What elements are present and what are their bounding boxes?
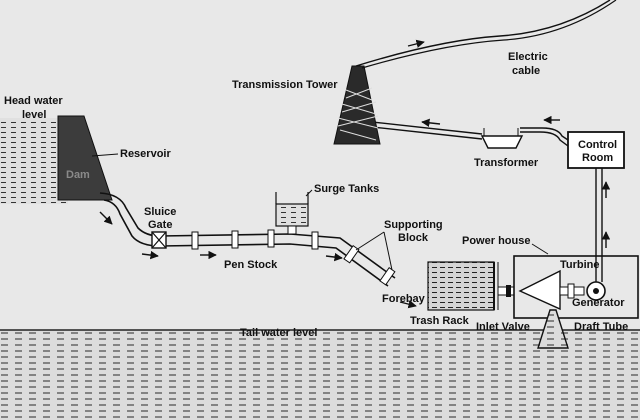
- forebay-label: Forebay: [382, 293, 426, 305]
- inlet-valve: [506, 285, 511, 297]
- trash-rack-label: Trash Rack: [410, 315, 470, 327]
- generator-label: Generator: [572, 297, 625, 309]
- supporting-block-label: Block: [398, 232, 429, 244]
- flow-arrow: [141, 250, 159, 260]
- cable-tower-transformer: [371, 121, 483, 135]
- flow-arrow: [99, 211, 113, 225]
- dam-label: Dam: [66, 169, 90, 181]
- leader-line: [355, 231, 385, 251]
- surge-tanks-label: Surge Tanks: [314, 183, 379, 195]
- pen-stock-label: Pen Stock: [224, 259, 278, 271]
- control-room: [567, 131, 625, 169]
- transmission-tower: [333, 65, 381, 145]
- leader-line: [383, 231, 393, 271]
- flow-arrow: [399, 300, 417, 309]
- cable-transformer-control: [520, 127, 569, 141]
- pipe-joint: [231, 230, 239, 249]
- turbine-label: Turbine: [560, 259, 600, 271]
- transmission-tower-label: Transmission Tower: [232, 79, 338, 91]
- cable-transformer-control: [520, 131, 569, 147]
- tail-water-body: [0, 330, 640, 420]
- pipe-joint: [267, 229, 275, 248]
- inlet-valve-label: Inlet Valve: [476, 321, 530, 333]
- electric-cable: [355, 0, 611, 67]
- pipe-joint: [191, 231, 199, 250]
- flow-arrow: [407, 39, 425, 48]
- sluice-label: Sluice: [144, 206, 176, 218]
- coupling: [567, 283, 575, 299]
- power-house-label: Power house: [462, 235, 530, 247]
- supporting-block-label: Supporting: [384, 219, 443, 231]
- flow-arrow: [421, 118, 441, 128]
- control-room-label: Control: [578, 139, 617, 151]
- control-room-label: Room: [582, 152, 613, 164]
- dam-structure: [57, 115, 113, 201]
- electric-cable: [361, 0, 617, 69]
- reservoir-water: [0, 118, 68, 204]
- leader-line: [305, 189, 313, 197]
- transformer: [480, 128, 524, 149]
- flow-arrow: [325, 252, 343, 262]
- supporting-block: [343, 245, 360, 264]
- draft-tube: [537, 309, 569, 349]
- leader-line: [531, 243, 549, 255]
- surge-tank: [275, 192, 309, 235]
- generator-core: [593, 288, 599, 294]
- cable-tower-transformer: [371, 126, 483, 140]
- head-water-label: Head water: [4, 95, 63, 107]
- electric-cable-label: cable: [512, 65, 540, 77]
- draft-tube-label: Draft Tube: [574, 321, 628, 333]
- sluice-label: Gate: [148, 219, 172, 231]
- sluice-gate: [151, 231, 167, 249]
- transformer-label: Transformer: [474, 157, 539, 169]
- leader-line: [91, 153, 119, 157]
- pipe-joint: [311, 231, 319, 250]
- forebay: [427, 261, 495, 311]
- electric-cable-label: Electric: [508, 51, 548, 63]
- head-water-label: level: [22, 109, 46, 121]
- tail-water-label: Tail water level: [240, 327, 317, 339]
- reservoir-label: Reservoir: [120, 148, 171, 160]
